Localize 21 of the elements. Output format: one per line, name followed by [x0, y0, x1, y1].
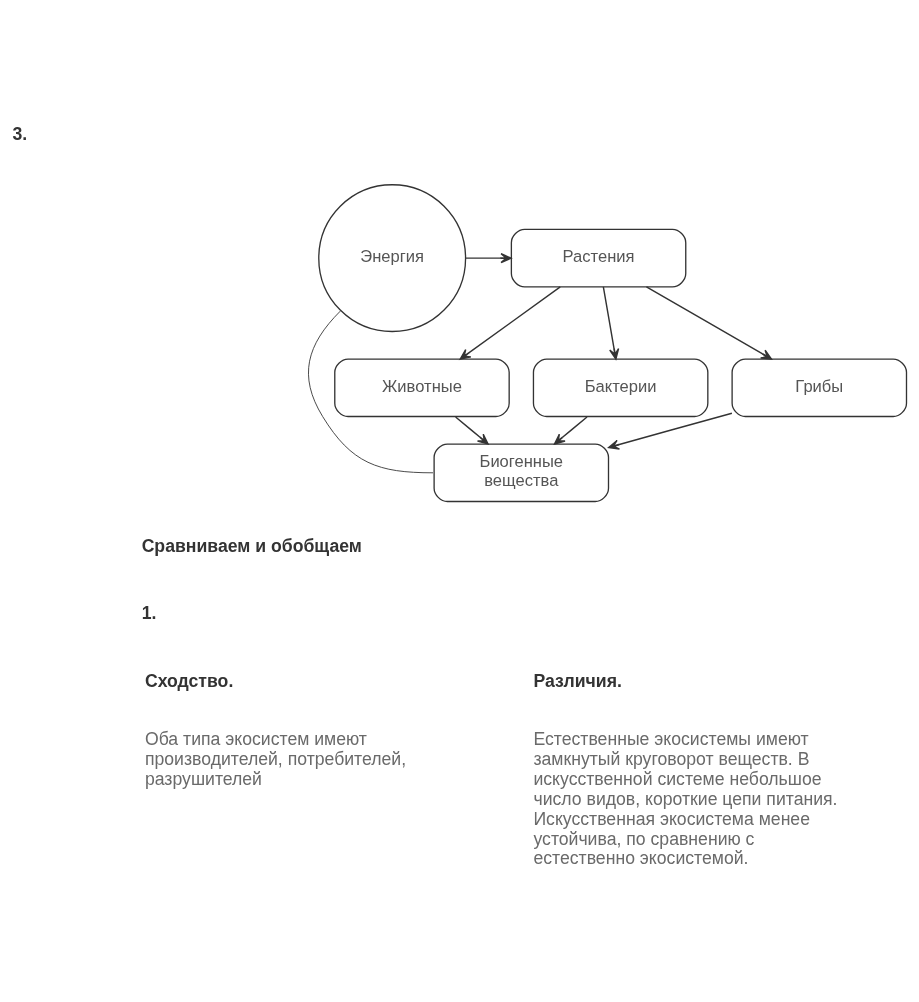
node-box: Биогенные вещества	[433, 442, 610, 502]
label: Различия.	[533, 670, 622, 691]
arrow	[645, 285, 773, 360]
node-circle: Энергия	[318, 183, 467, 332]
arrow	[602, 285, 620, 360]
label: Оба типа экосистем имеют производителей, потребителей, разрушителей	[144, 728, 407, 789]
label: Сравниваем и обобщаем	[141, 535, 362, 556]
arrow	[553, 415, 588, 445]
arrow	[459, 285, 561, 360]
label: Сходство.	[144, 670, 234, 691]
label: 1.	[141, 602, 157, 623]
node-box: Растения	[510, 228, 687, 287]
node-box: Животные	[334, 357, 510, 417]
label: Естественные экосистемы имеют замкнутый круговорот веществ. В искусственной системе небольшое число видов, короткие цепи питания. Искусственная экосистема менее устойчива, по сравнению с естественно экосистемой.	[533, 728, 838, 868]
arrow	[465, 252, 512, 263]
node-box: Бактерии	[532, 357, 709, 417]
label: 3.	[12, 123, 28, 144]
connector	[308, 310, 434, 473]
arrow	[454, 415, 489, 445]
node-box: Грибы	[731, 357, 908, 417]
arrow	[608, 412, 733, 450]
